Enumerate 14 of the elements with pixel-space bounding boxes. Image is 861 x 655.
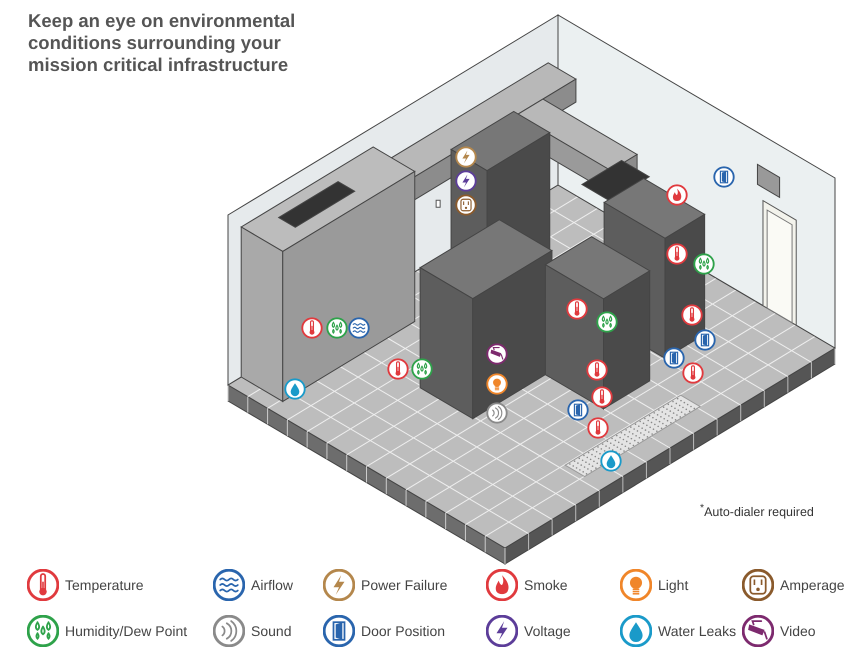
heading: Keep an eye on environmental conditions surrounding your mission critical infrastructure: [28, 10, 296, 76]
footnote: $^{*}$Auto-dialer required: [700, 503, 814, 520]
legend-label: Airflow: [251, 577, 294, 593]
legend-label: Sound: [251, 623, 292, 639]
legend-label: Temperature: [65, 577, 144, 593]
legend-label: Door Position: [361, 623, 446, 639]
legend-label: Light: [658, 577, 688, 593]
legend-label: Water Leaks: [658, 623, 736, 639]
legend-label: Humidity/Dew Point: [65, 623, 188, 639]
legend-label: Voltage: [524, 623, 571, 639]
legend-label: Power Failure: [361, 577, 448, 593]
legend-label: Amperage: [780, 577, 845, 593]
legend-label: Video: [780, 623, 816, 639]
legend-label: Smoke: [524, 577, 568, 593]
